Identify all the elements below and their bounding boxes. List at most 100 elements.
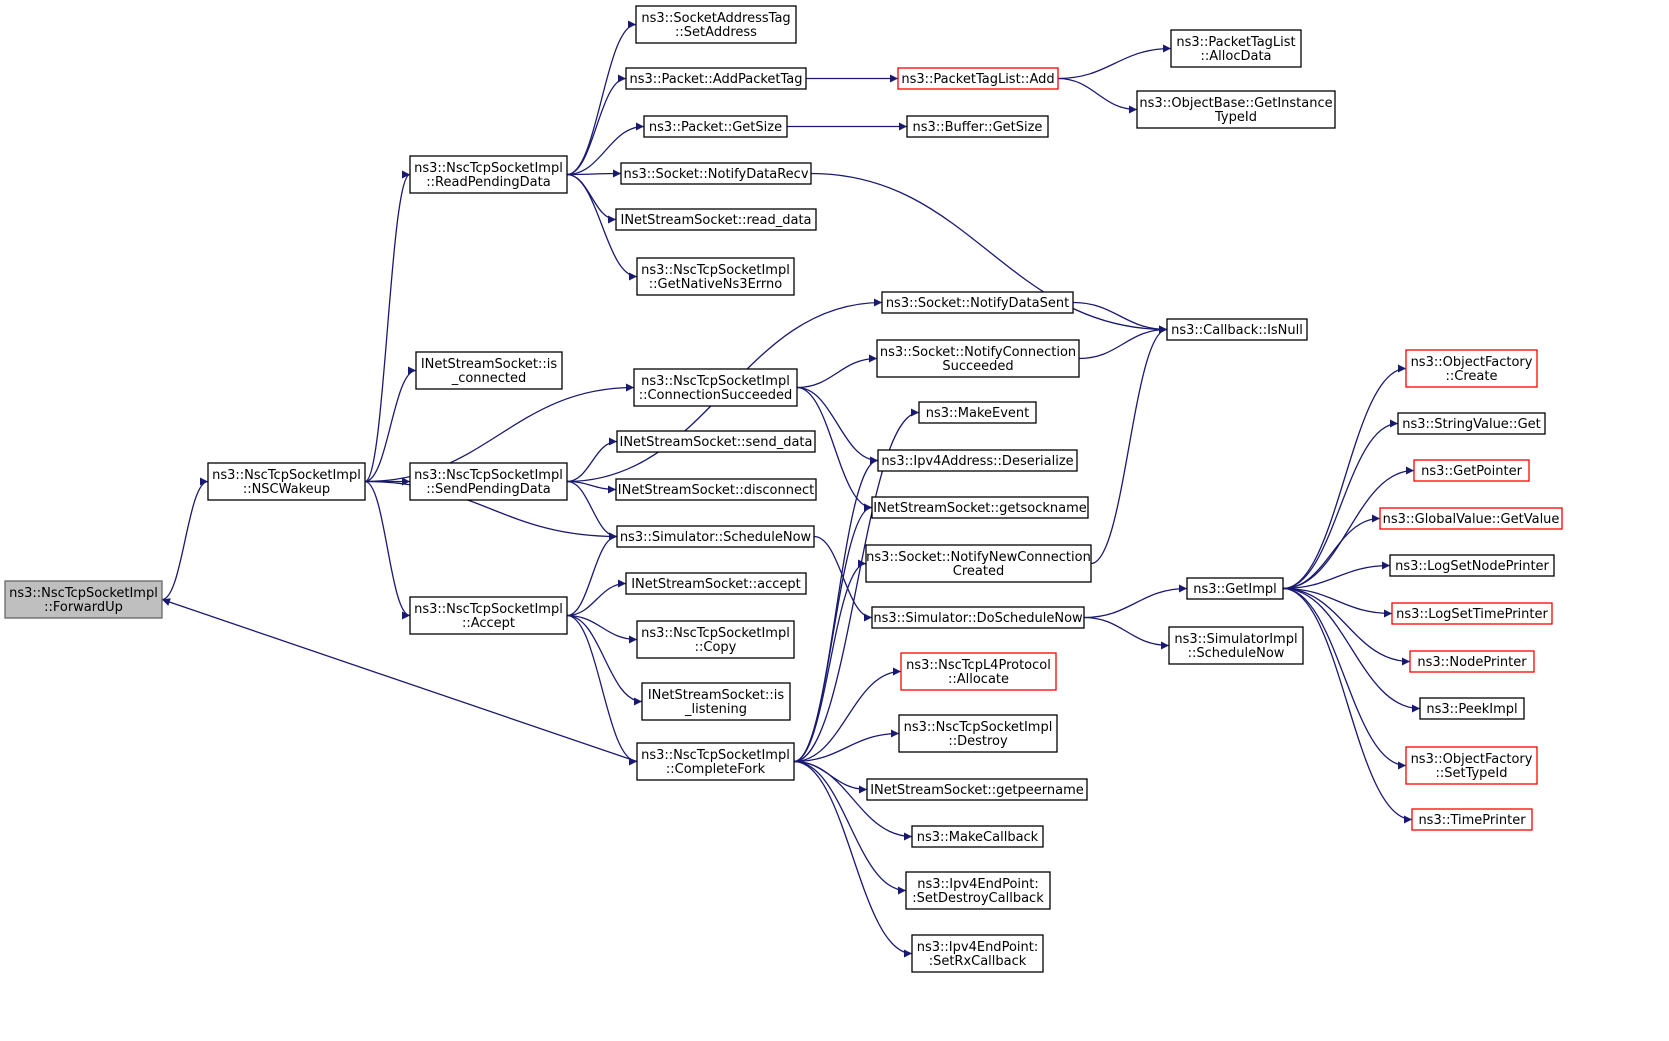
node-label: ns3::Ipv4EndPoint: xyxy=(917,877,1038,892)
node-box xyxy=(1397,412,1546,435)
node-isconnected[interactable]: INetStreamSocket::is_connected xyxy=(415,351,563,390)
node-globalvalueget[interactable]: ns3::GlobalValue::GetValue xyxy=(1379,507,1563,530)
node-label: ::Allocate xyxy=(948,672,1009,687)
node-setdestroycb[interactable]: ns3::Ipv4EndPoint::SetDestroyCallback xyxy=(905,871,1051,910)
node-schedulenow[interactable]: ns3::Simulator::ScheduleNow xyxy=(616,525,815,548)
node-box xyxy=(625,572,807,595)
edge-accept-to-islistening xyxy=(566,614,643,706)
node-box xyxy=(4,580,163,619)
node-box xyxy=(905,871,1051,910)
node-stringvalueget[interactable]: ns3::StringValue::Get xyxy=(1397,412,1546,435)
node-completefork[interactable]: ns3::NscTcpSocketImpl::CompleteFork xyxy=(636,742,795,781)
node-label: ns3::NodePrinter xyxy=(1417,655,1527,670)
node-box xyxy=(918,401,1037,424)
node-getpeername[interactable]: INetStreamSocket::getpeername xyxy=(866,778,1088,801)
node-label: ns3::NscTcpSocketImpl xyxy=(414,602,563,617)
node-box xyxy=(620,162,812,185)
node-getimpl[interactable]: ns3::GetImpl xyxy=(1186,577,1284,600)
edge-forwardup-to-nscwakeup xyxy=(161,477,209,601)
node-label: INetStreamSocket::is xyxy=(421,357,558,372)
node-label: ns3::PeekImpl xyxy=(1426,702,1517,717)
node-box xyxy=(415,351,563,390)
edge-connsucceeded-to-getsockname xyxy=(796,386,873,512)
node-accept[interactable]: ns3::NscTcpSocketImpl::Accept xyxy=(409,596,568,635)
node-setaddress[interactable]: ns3::SocketAddressTag::SetAddress xyxy=(635,5,797,44)
node-nodeprinter[interactable]: ns3::NodePrinter xyxy=(1409,650,1535,673)
node-nscwakeup[interactable]: ns3::NscTcpSocketImpl::NSCWakeup xyxy=(207,462,366,501)
edge-getimpl-to-ofcreate xyxy=(1282,364,1407,590)
node-label: ns3::LogSetNodePrinter xyxy=(1395,559,1549,574)
node-doschedulenow[interactable]: ns3::Simulator::DoScheduleNow xyxy=(871,606,1085,629)
edge-readpending-to-packetgetsize xyxy=(566,122,645,176)
node-destroy[interactable]: ns3::NscTcpSocketImpl::Destroy xyxy=(898,714,1058,753)
node-copy[interactable]: ns3::NscTcpSocketImpl::Copy xyxy=(636,620,795,659)
node-box xyxy=(636,742,795,781)
node-allocdata[interactable]: ns3::PacketTagList::AllocData xyxy=(1170,29,1302,68)
node-packetgetsize[interactable]: ns3::Packet::GetSize xyxy=(643,115,788,138)
node-timeprinter[interactable]: ns3::TimePrinter xyxy=(1411,808,1533,831)
node-label: _connected xyxy=(451,371,527,386)
node-getsockname[interactable]: INetStreamSocket::getsockname xyxy=(871,496,1089,519)
node-getpointer[interactable]: ns3::GetPointer xyxy=(1413,459,1530,482)
node-box xyxy=(1405,349,1538,388)
node-buffergetsize[interactable]: ns3::Buffer::GetSize xyxy=(906,115,1049,138)
node-connsucceeded[interactable]: ns3::NscTcpSocketImpl::ConnectionSucceed… xyxy=(633,368,798,407)
node-packettaglistadd[interactable]: ns3::PacketTagList::Add xyxy=(897,67,1059,90)
node-inetaccept[interactable]: INetStreamSocket::accept xyxy=(625,572,807,595)
node-label: ns3::NscTcpSocketImpl xyxy=(641,748,790,763)
node-ofsettypeid[interactable]: ns3::ObjectFactory::SetTypeId xyxy=(1405,746,1538,785)
node-box xyxy=(409,155,568,194)
node-label: ns3::NscTcpSocketImpl xyxy=(414,161,563,176)
node-label: INetStreamSocket::is xyxy=(648,688,785,703)
node-setrxcb[interactable]: ns3::Ipv4EndPoint::SetRxCallback xyxy=(911,934,1044,973)
edge-readpending-to-getnativeerrno xyxy=(566,173,638,281)
node-box xyxy=(865,544,1092,583)
node-sendpending[interactable]: ns3::NscTcpSocketImpl::SendPendingData xyxy=(409,462,568,501)
node-box xyxy=(1411,808,1533,831)
node-label: ns3::NscTcpL4Protocol xyxy=(906,658,1051,673)
node-readdata[interactable]: INetStreamSocket::read_data xyxy=(615,208,817,231)
node-logsetnodeprinter[interactable]: ns3::LogSetNodePrinter xyxy=(1389,554,1555,577)
node-makecallback[interactable]: ns3::MakeCallback xyxy=(911,825,1044,848)
edge-completefork-to-forwardup xyxy=(161,598,638,763)
node-box xyxy=(881,291,1074,314)
node-simimplschedulenow[interactable]: ns3::SimulatorImpl::ScheduleNow xyxy=(1168,626,1304,665)
node-label: INetStreamSocket::disconnect xyxy=(618,483,814,498)
node-label: ns3::NscTcpSocketImpl xyxy=(641,263,790,278)
node-box xyxy=(1389,554,1555,577)
node-readpending[interactable]: ns3::NscTcpSocketImpl::ReadPendingData xyxy=(409,155,568,194)
node-addpackettag[interactable]: ns3::Packet::AddPacketTag xyxy=(625,67,807,90)
node-ipv4deserialize[interactable]: ns3::Ipv4Address::Deserialize xyxy=(877,449,1078,472)
node-label: ::ForwardUp xyxy=(44,600,123,615)
node-notifydatarecv[interactable]: ns3::Socket::NotifyDataRecv xyxy=(620,162,812,185)
edge-connsucceeded-to-notifyconnsucc xyxy=(796,354,878,389)
node-islistening[interactable]: INetStreamSocket::is_listening xyxy=(641,682,791,721)
edge-completefork-to-setrxcb xyxy=(793,760,913,958)
node-label: ns3::StringValue::Get xyxy=(1402,417,1540,432)
node-allocate[interactable]: ns3::NscTcpL4Protocol::Allocate xyxy=(900,652,1057,691)
node-label: ns3::TimePrinter xyxy=(1418,813,1526,828)
node-label: :SetDestroyCallback xyxy=(912,891,1044,906)
node-logsettimeprinter[interactable]: ns3::LogSetTimePrinter xyxy=(1391,602,1553,625)
node-label: ::ConnectionSucceeded xyxy=(639,388,793,403)
node-notifydatasent[interactable]: ns3::Socket::NotifyDataSent xyxy=(881,291,1074,314)
edge-getimpl-to-stringvalueget xyxy=(1282,419,1399,590)
node-label: ns3::GetPointer xyxy=(1421,464,1522,479)
node-box xyxy=(635,5,797,44)
node-box xyxy=(866,778,1088,801)
node-label: ns3::NscTcpSocketImpl xyxy=(212,468,361,483)
node-forwardup[interactable]: ns3::NscTcpSocketImpl::ForwardUp xyxy=(4,580,163,619)
node-label: ns3::LogSetTimePrinter xyxy=(1396,607,1548,622)
node-makeevent[interactable]: ns3::MakeEvent xyxy=(918,401,1037,424)
node-senddata[interactable]: INetStreamSocket::send_data xyxy=(616,430,816,453)
node-ofcreate[interactable]: ns3::ObjectFactory::Create xyxy=(1405,349,1538,388)
node-peekimpl[interactable]: ns3::PeekImpl xyxy=(1419,697,1525,720)
node-callbackisnull[interactable]: ns3::Callback::IsNull xyxy=(1166,318,1308,341)
edge-packettaglistadd-to-allocdata xyxy=(1057,44,1172,80)
node-disconnect[interactable]: INetStreamSocket::disconnect xyxy=(615,478,817,501)
node-getnativeerrno[interactable]: ns3::NscTcpSocketImpl::GetNativeNs3Errno xyxy=(636,257,795,296)
